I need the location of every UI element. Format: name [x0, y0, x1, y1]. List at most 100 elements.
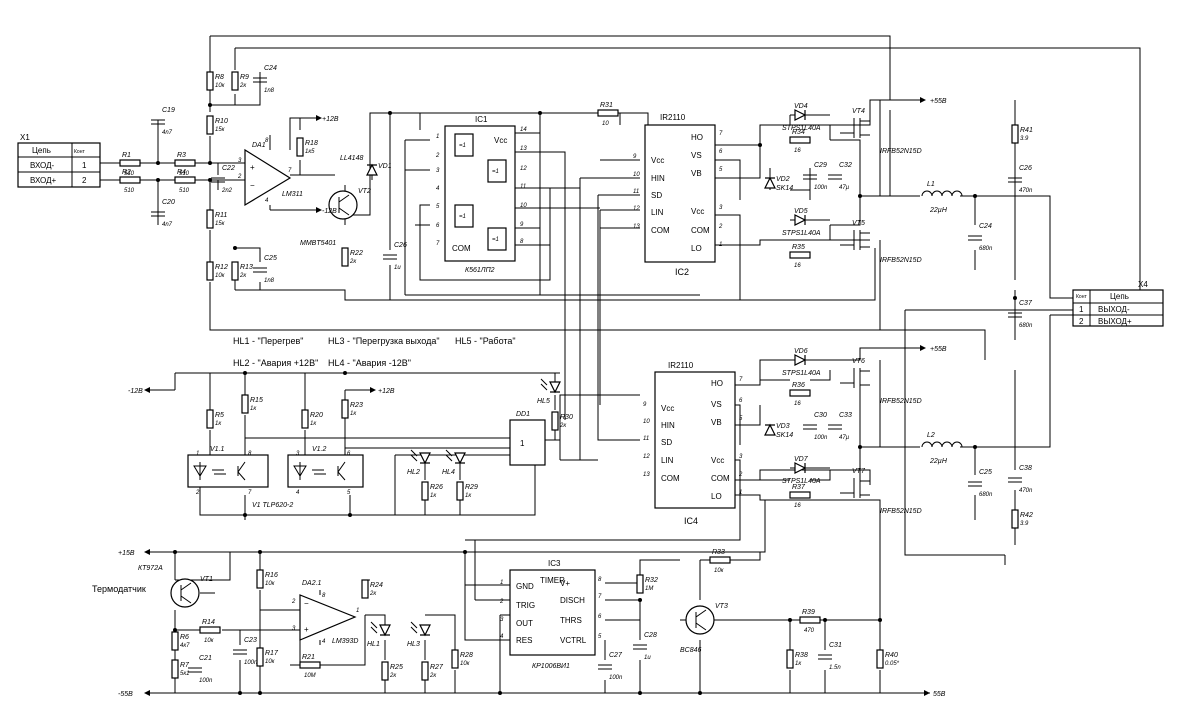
- pin-number: 8: [598, 577, 602, 583]
- pin-signal: SD: [661, 438, 672, 447]
- resistor-ref: R41: [1020, 127, 1033, 134]
- svg-text:Конт: Конт: [74, 149, 85, 155]
- resistor-ref: R32: [645, 577, 658, 584]
- resistor-ref: R8: [215, 74, 224, 81]
- resistor-value: 10к: [460, 661, 471, 667]
- svg-text:=1: =1: [459, 143, 466, 149]
- resistor-value: 2к: [559, 423, 567, 429]
- pin-number: 10: [643, 419, 650, 425]
- diode-ref: VD4: [794, 103, 808, 110]
- diode-value: STPS1L40A: [782, 478, 821, 485]
- capacitor-ref: C28: [644, 632, 657, 639]
- svg-text:Термодатчик: Термодатчик: [92, 584, 146, 594]
- capacitor-ref: C26: [394, 242, 407, 249]
- capacitor-ref: C33: [839, 412, 852, 419]
- svg-text:=1: =1: [492, 237, 499, 243]
- svg-text:HL1 - "Перегрев": HL1 - "Перегрев": [233, 336, 303, 346]
- resistor-value: 10к: [714, 568, 725, 574]
- resistor-ref: R4: [177, 169, 186, 176]
- resistor-value: 10М: [304, 673, 316, 679]
- capacitor-value: 1u: [644, 655, 651, 661]
- capacitor-value: 680n: [979, 246, 993, 252]
- resistor-value: 2к: [349, 259, 357, 265]
- pin-number: 7: [719, 131, 723, 137]
- capacitor-ref: C30: [814, 412, 827, 419]
- svg-text:HL4 - "Авария -12В": HL4 - "Авария -12В": [328, 358, 411, 368]
- svg-text:6: 6: [347, 451, 351, 457]
- pin-number: 6: [598, 614, 602, 620]
- resistor-value: 1к: [795, 661, 802, 667]
- resistor-value: 1к: [465, 493, 472, 499]
- resistor-value: 10к: [215, 273, 226, 279]
- led-hl1: HL1: [367, 621, 391, 648]
- svg-text:2: 2: [82, 176, 87, 185]
- led-ref: HL4: [442, 469, 455, 476]
- pin-number: 7: [739, 377, 743, 383]
- svg-text:6: 6: [436, 223, 440, 229]
- capacitor-value: 1n8: [264, 278, 275, 284]
- svg-text:+55В: +55В: [930, 98, 947, 105]
- svg-text:Конт: Конт: [1076, 294, 1087, 300]
- resistor-ref: R12: [215, 264, 228, 271]
- resistor-value: 10к: [265, 659, 276, 665]
- svg-text:2: 2: [1079, 317, 1084, 326]
- pin-number: 5: [739, 416, 743, 422]
- svg-text:10: 10: [520, 203, 527, 209]
- svg-text:IC1: IC1: [475, 115, 488, 124]
- transistor-ref: VT2: [358, 188, 371, 195]
- resistor-ref: R18: [305, 140, 318, 147]
- inductor-ref: L1: [927, 181, 935, 188]
- pin-number: 6: [739, 398, 743, 404]
- svg-text:3: 3: [292, 626, 296, 632]
- svg-text:-55В: -55В: [118, 691, 133, 698]
- svg-text:2: 2: [291, 599, 296, 605]
- resistor-value: 510: [179, 188, 190, 194]
- capacitor-ref: C32: [839, 162, 852, 169]
- svg-text:V1.1: V1.1: [210, 446, 225, 453]
- diode-ref: VD5: [794, 208, 808, 215]
- svg-text:HL3 - "Перегрузка выхода": HL3 - "Перегрузка выхода": [328, 336, 440, 346]
- led-hl3: HL5: [537, 378, 561, 405]
- pin-signal: SD: [651, 191, 662, 200]
- svg-text:2: 2: [195, 490, 200, 496]
- resistor-ref: R22: [350, 250, 363, 257]
- svg-text:1: 1: [196, 451, 199, 457]
- pin-signal: VS: [691, 151, 702, 160]
- capacitor-value: 100n: [814, 185, 828, 191]
- resistor-value: 10к: [265, 581, 276, 587]
- resistors: R1510R2510R3510R4510R810кR92кR1015кR1115…: [119, 71, 1033, 681]
- capacitors: C194n7C204n7C222n2C241n8C251n8C261uC2910…: [151, 65, 1033, 684]
- resistor-value: 2к: [239, 273, 247, 279]
- led-hl4: HL4: [442, 449, 466, 476]
- capacitor-value: 470n: [1019, 188, 1033, 194]
- resistor-ref: R38: [795, 652, 808, 659]
- resistor-ref: R26: [430, 484, 443, 491]
- resistor-ref: R13: [240, 264, 253, 271]
- pin-number: 13: [643, 472, 650, 478]
- capacitor-value: 1n8: [264, 88, 275, 94]
- svg-text:-12В: -12В: [128, 388, 143, 395]
- resistor-ref: R16: [265, 572, 278, 579]
- svg-text:4: 4: [436, 186, 440, 192]
- svg-text:+: +: [250, 163, 255, 172]
- svg-text:1: 1: [1079, 305, 1084, 314]
- capacitor-ref: C25: [264, 255, 277, 262]
- pin-signal: VCTRL: [560, 636, 587, 645]
- pin-number: 6: [719, 149, 723, 155]
- resistor-value: 3.9: [1020, 136, 1029, 142]
- pin-number: 11: [643, 436, 649, 442]
